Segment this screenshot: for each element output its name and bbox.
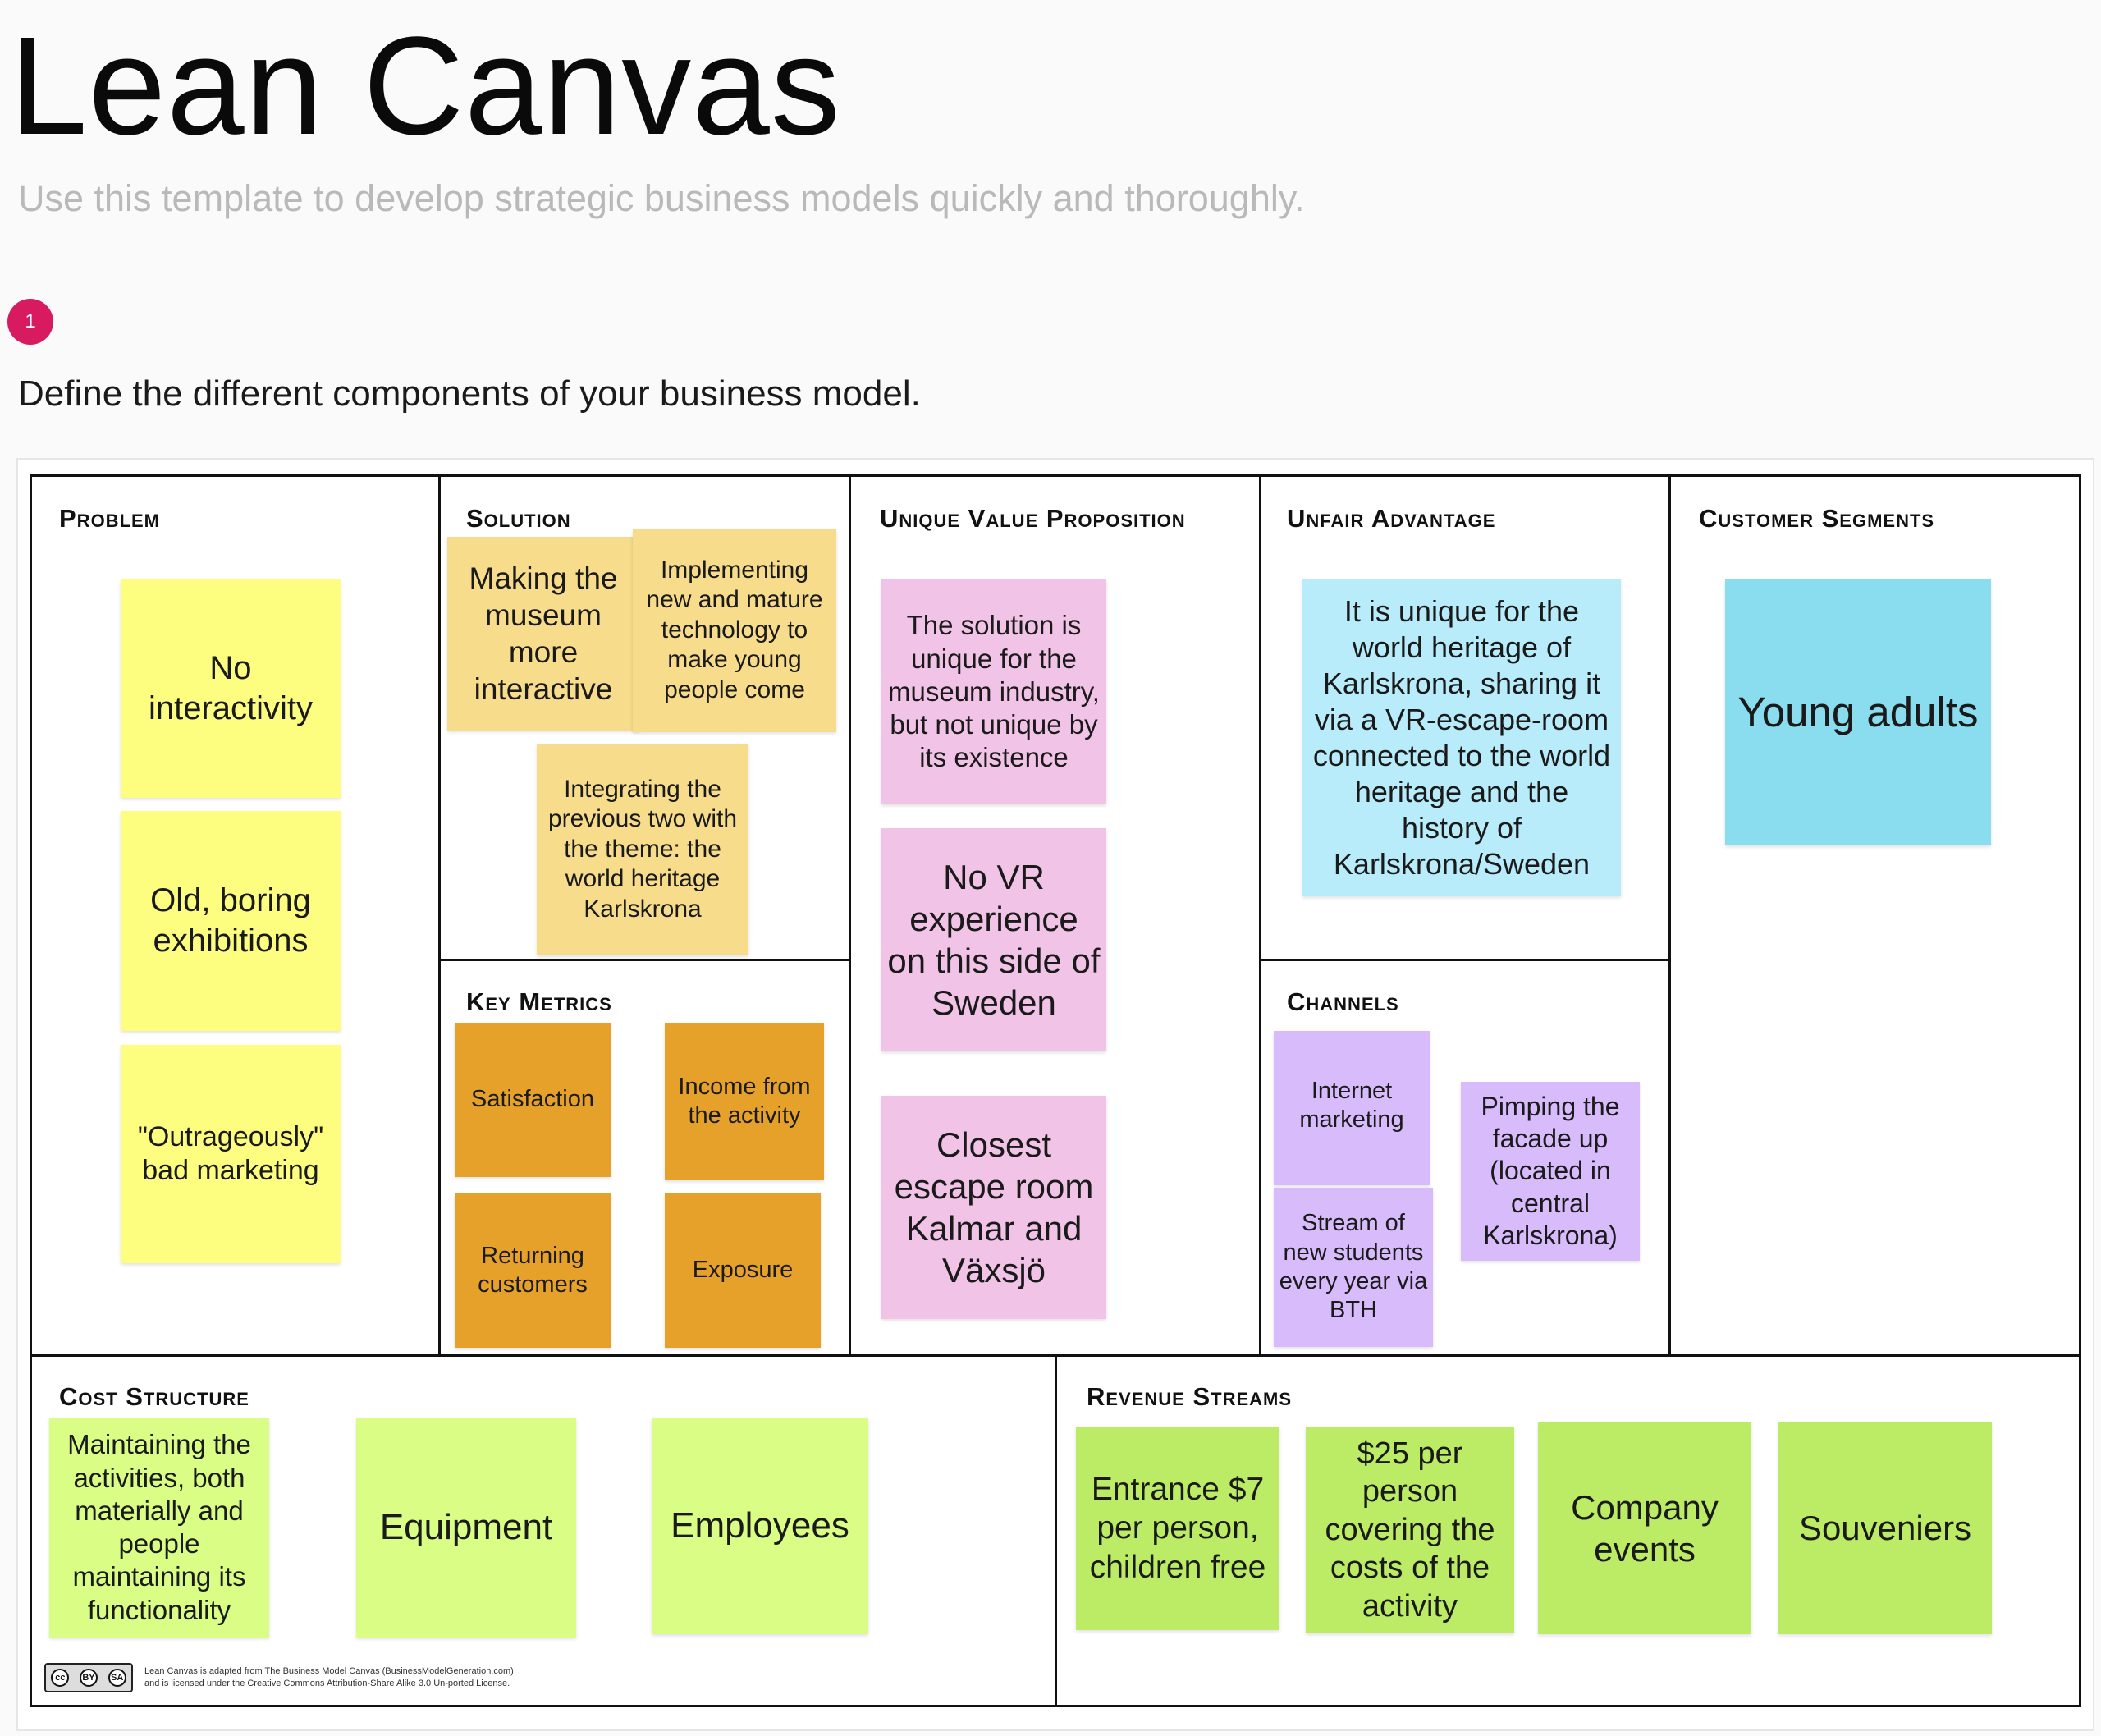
sticky-note-problem[interactable]: No interactivity <box>121 579 341 798</box>
section-title-customer-segments: Customer Segments <box>1699 504 1935 533</box>
divider <box>438 474 441 1357</box>
divider <box>1259 959 1671 961</box>
sticky-note-channel[interactable]: Pimping the facade up (located in centra… <box>1461 1082 1640 1261</box>
section-title-revenue-streams: Revenue Streams <box>1087 1382 1293 1411</box>
page-title: Lean Canvas <box>10 8 841 164</box>
sticky-note-cost[interactable]: Equipment <box>356 1418 576 1638</box>
sticky-note-solution[interactable]: Making the museum more interactive <box>447 537 639 731</box>
section-title-channels: Channels <box>1287 987 1399 1016</box>
sticky-note-uvp[interactable]: No VR experience on this side of Sweden <box>881 828 1106 1051</box>
page-subtitle: Use this template to develop strategic b… <box>18 177 1305 219</box>
step-instruction: Define the different components of your … <box>18 373 921 414</box>
sticky-note-uvp[interactable]: Closest escape room Kalmar and Växsjö <box>881 1096 1106 1319</box>
divider <box>1259 474 1261 1357</box>
sticky-note-customer-segment[interactable]: Young adults <box>1725 579 1991 845</box>
license-footer: cc BY SA Lean Canvas is adapted from The… <box>44 1663 604 1692</box>
cc-sa-badge: SA <box>108 1669 126 1687</box>
sticky-note-key-metric[interactable]: Income from the activity <box>665 1023 824 1180</box>
divider <box>30 1354 2081 1357</box>
sticky-note-uvp[interactable]: The solution is unique for the museum in… <box>881 579 1106 804</box>
sticky-note-revenue[interactable]: $25 per person covering the costs of the… <box>1306 1427 1514 1633</box>
sticky-note-revenue[interactable]: Entrance $7 per person, children free <box>1076 1427 1279 1630</box>
step-number-badge: 1 <box>7 299 53 345</box>
sticky-note-solution[interactable]: Implementing new and mature technology t… <box>633 529 836 732</box>
divider <box>849 474 851 1357</box>
license-text: Lean Canvas is adapted from The Business… <box>144 1665 604 1691</box>
divider <box>1055 1354 1057 1707</box>
sticky-note-revenue[interactable]: Souveniers <box>1778 1422 1992 1634</box>
sticky-note-revenue[interactable]: Company events <box>1538 1422 1751 1634</box>
sticky-note-channel[interactable]: Internet marketing <box>1274 1031 1430 1185</box>
divider <box>438 959 851 961</box>
section-title-solution: Solution <box>466 504 571 533</box>
sticky-note-cost[interactable]: Employees <box>652 1418 868 1634</box>
creative-commons-icon: cc BY SA <box>44 1663 133 1692</box>
section-title-problem: Problem <box>59 504 161 533</box>
sticky-note-cost[interactable]: Maintaining the activities, both materia… <box>49 1418 269 1638</box>
section-title-uvp: Unique Value Proposition <box>880 504 1186 533</box>
sticky-note-key-metric[interactable]: Returning customers <box>455 1193 611 1348</box>
sticky-note-solution[interactable]: Integrating the previous two with the th… <box>537 744 748 955</box>
sticky-note-problem[interactable]: "Outrageously" bad marketing <box>121 1045 341 1263</box>
sticky-note-key-metric[interactable]: Satisfaction <box>455 1023 611 1177</box>
sticky-note-channel[interactable]: Stream of new students every year via BT… <box>1274 1188 1433 1347</box>
sticky-note-problem[interactable]: Old, boring exhibitions <box>121 811 341 1031</box>
cc-badge: cc <box>51 1669 70 1687</box>
section-title-key-metrics: Key Metrics <box>466 987 612 1016</box>
cc-by-badge: BY <box>79 1669 98 1687</box>
license-text-line: Lean Canvas is adapted from The Business… <box>144 1665 514 1676</box>
sticky-note-key-metric[interactable]: Exposure <box>665 1193 821 1348</box>
sticky-note-unfair-advantage[interactable]: It is unique for the world heritage of K… <box>1302 579 1621 896</box>
license-text-line: and is licensed under the Creative Commo… <box>144 1679 510 1688</box>
divider <box>1668 474 1671 1357</box>
section-title-unfair-advantage: Unfair Advantage <box>1287 504 1496 533</box>
section-title-cost-structure: Cost Structure <box>59 1382 249 1411</box>
